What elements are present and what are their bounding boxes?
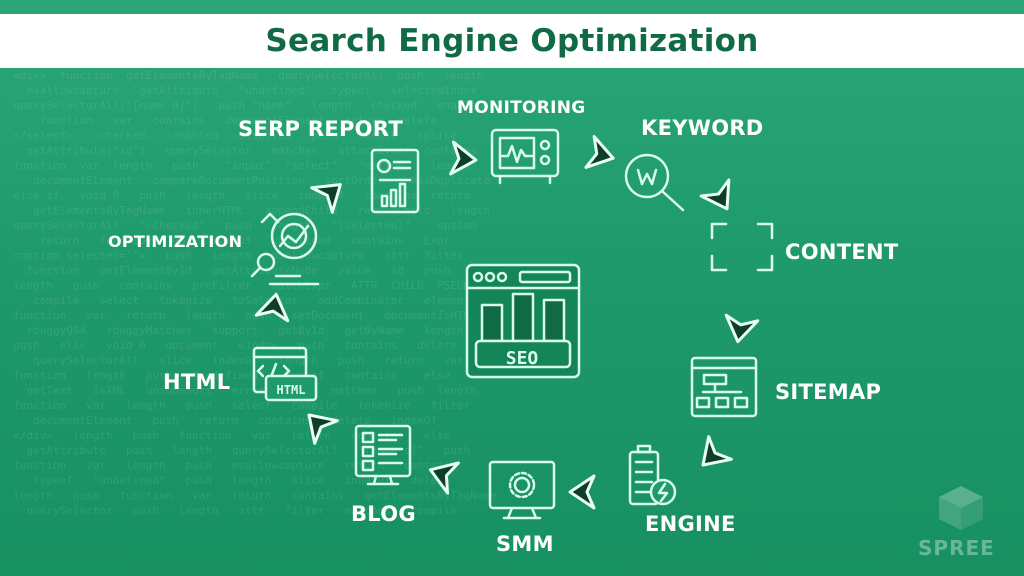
blog-monitor-icon (354, 424, 412, 486)
arrow-serp-to-monitoring (449, 140, 479, 178)
arrow-sitemap-to-engine (690, 435, 733, 478)
monitor-icon (490, 128, 560, 185)
report-document-icon (370, 148, 420, 214)
node-label-optimization: OPTIMIZATION (108, 232, 243, 251)
keyword-search-icon (624, 153, 685, 212)
arrow-keyword-to-content (699, 178, 743, 219)
html-code-icon (252, 346, 318, 402)
node-label-sitemap: SITEMAP (775, 380, 882, 404)
html-icon-text: HTML (277, 383, 306, 397)
arrow-html-to-optimization (254, 290, 294, 323)
gear-monitor-icon (488, 460, 556, 520)
arrow-monitoring-to-keyword (584, 135, 619, 176)
seo-center-label: SEO (506, 348, 539, 369)
seo-dashboard-icon (465, 263, 581, 379)
node-label-engine: ENGINE (645, 512, 736, 536)
node-label-serp-report: SERP REPORT (238, 117, 403, 141)
node-label-content: CONTENT (785, 240, 899, 264)
arrow-engine-to-smm (568, 474, 596, 510)
node-label-blog: BLOG (351, 502, 416, 526)
title-banner: Search Engine Optimization (0, 14, 1024, 68)
arrow-optimization-to-serp (310, 170, 353, 214)
battery-engine-icon (628, 444, 677, 506)
node-label-monitoring: MONITORING (457, 98, 586, 118)
arrow-content-to-sitemap (720, 313, 760, 346)
spree-cube-logo-icon (939, 486, 983, 530)
node-label-smm: SMM (496, 532, 554, 556)
brand-logo-text: SPREE (918, 536, 995, 560)
arrow-blog-to-html (296, 402, 339, 445)
sitemap-icon (690, 356, 758, 418)
content-frame-icon (710, 222, 774, 272)
node-label-keyword: KEYWORD (641, 116, 764, 140)
page-title: Search Engine Optimization (265, 23, 759, 59)
node-label-html: HTML (163, 370, 231, 394)
arrow-smm-to-blog (423, 453, 460, 495)
target-chart-icon (250, 212, 320, 286)
